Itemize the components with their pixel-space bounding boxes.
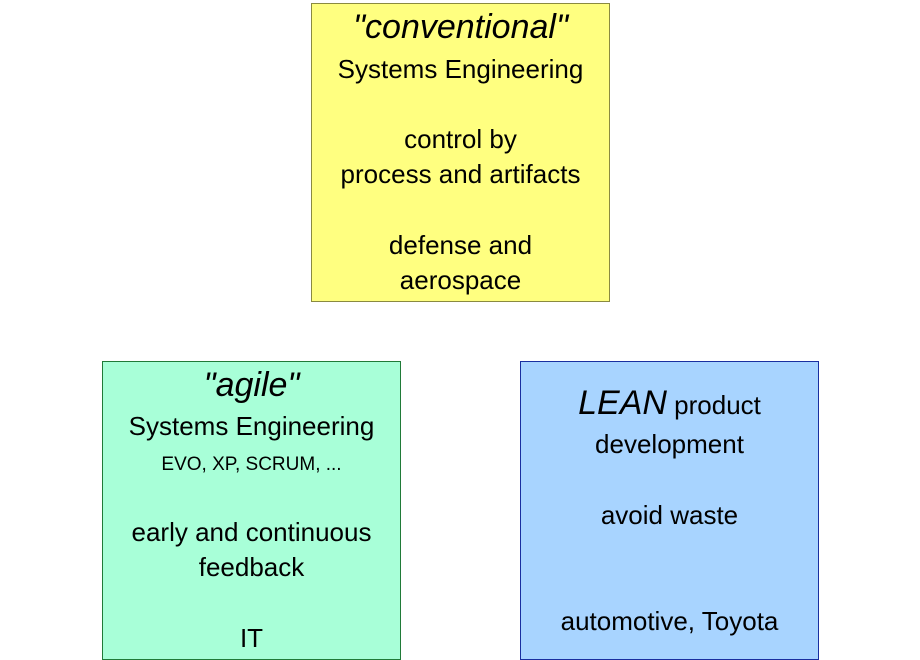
conventional-box: "conventional" Systems Engineering contr… [311, 3, 610, 302]
lean-title-line: LEAN product [521, 386, 818, 420]
agile-methods: EVO, XP, SCRUM, ... [161, 454, 342, 475]
agile-subtitle: Systems Engineering [128, 411, 375, 441]
conventional-subtitle: Systems Engineering [337, 54, 584, 84]
conventional-domain-line-1: defense and [388, 230, 533, 260]
conventional-approach-line-1: control by [404, 124, 517, 154]
lean-subtitle: development [595, 429, 744, 459]
lean-approach: avoid waste [600, 500, 739, 530]
conventional-approach-line-2: process and artifacts [340, 159, 581, 189]
agile-box: "agile" Systems Engineering EVO, XP, SCR… [102, 361, 401, 660]
conventional-title: "conventional" [352, 8, 569, 46]
agile-title: "agile" [203, 366, 300, 404]
agile-approach-line-1: early and continuous [131, 517, 372, 547]
agile-approach-line-2: feedback [198, 552, 305, 582]
lean-box: LEAN product development avoid waste aut… [520, 361, 819, 660]
conventional-domain-line-2: aerospace [399, 265, 522, 295]
lean-title: LEAN [578, 384, 667, 422]
lean-title-rest: product [666, 390, 761, 420]
agile-domain: IT [239, 623, 264, 653]
lean-domain: automotive, Toyota [560, 606, 779, 636]
